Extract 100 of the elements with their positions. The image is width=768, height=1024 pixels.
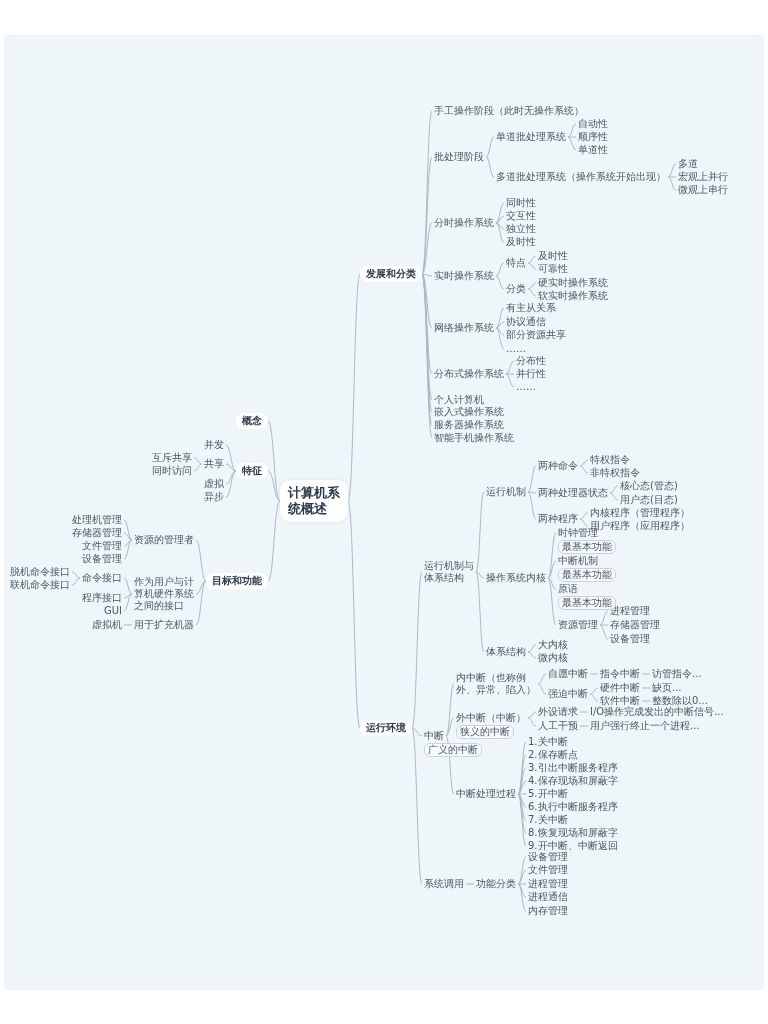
branch-line (589, 687, 599, 695)
branch-line (517, 883, 527, 885)
subtopic-label: 并发 (204, 439, 224, 451)
subtopic-label: 同时访问 (152, 465, 192, 477)
branch-line (495, 262, 505, 277)
subtopic-label: 顺序性 (578, 131, 608, 143)
subtopic-label: 两种命令 (538, 460, 578, 472)
branch-line (411, 571, 423, 729)
subtopic-label: 硬实时操作系统 (538, 277, 608, 289)
subtopic-label: 强迫中断 (548, 688, 588, 700)
branch-line (495, 327, 505, 350)
branch-line (495, 327, 505, 336)
subtopic-label: 共享 (204, 458, 224, 470)
branch-line (641, 673, 651, 675)
branch-line (517, 793, 527, 808)
subtopic-label: 批处理阶段 (434, 151, 484, 163)
branch-line (195, 539, 207, 582)
branch-line (547, 577, 557, 590)
subtopic-label: 多道批处理系统（操作系统开始出现） (496, 171, 666, 183)
subtopic-label: 核心态(管态) (620, 480, 678, 492)
subtopic-label: 程序接口 (82, 592, 122, 604)
subtopic-label: 设备管理 (528, 851, 568, 863)
subtopic-label: 处理机管理 (72, 514, 122, 526)
subtopic-label: 作为用户与计算机硬件系统之间的接口 (134, 576, 194, 612)
branch-line (589, 693, 599, 702)
subtopic-label: 中断 (424, 730, 444, 742)
branch-line (579, 465, 589, 474)
subtopic-label: 外设请求 (538, 706, 578, 718)
branch-line (527, 644, 537, 653)
subtopic-label: 单道批处理系统 (496, 131, 566, 143)
branch-line (465, 883, 475, 885)
subtopic-label: 3.引出中断服务程序 (528, 762, 618, 774)
subtopic-label: 整数除以0... (652, 695, 708, 707)
branch-line (609, 492, 619, 501)
branch-line (267, 420, 281, 502)
branch-line (475, 491, 485, 573)
branch-line (475, 571, 485, 579)
branch-line (527, 465, 537, 493)
central-topic: 计算机系统概述 (280, 480, 348, 522)
subtopic-label: 两种程序 (538, 513, 578, 525)
branch-line (537, 683, 547, 695)
subtopic-label: 进程通信 (528, 891, 568, 903)
branch-line (485, 156, 495, 178)
subtopic-label: 虚拟 (204, 478, 224, 490)
subtopic-label: 交互性 (506, 210, 536, 222)
branch-line (225, 470, 237, 498)
subtopic-label: 命令接口 (82, 572, 122, 584)
branch-line (599, 624, 609, 640)
tag-label: 狭义的中断 (456, 725, 514, 739)
branch-line (421, 273, 433, 329)
main-topic: 发展和分类 (360, 266, 422, 282)
subtopic-label: I/O操作完成发出的中断信号... (590, 706, 724, 718)
branch-line (495, 222, 505, 230)
branch-line (527, 651, 537, 659)
subtopic-label: 8.恢复现场和屏蔽字 (528, 827, 618, 839)
subtopic-label: 非特权指令 (590, 467, 640, 479)
branch-line (445, 683, 455, 737)
subtopic-label: 及时性 (506, 236, 536, 248)
tag-label: 最基本功能 (558, 540, 616, 554)
main-topic: 特征 (236, 463, 268, 479)
subtopic-label: 1.关中断 (528, 736, 568, 748)
tag-label: 最基本功能 (558, 568, 616, 582)
branch-line (517, 883, 527, 912)
subtopic-label: 操作系统内核 (486, 572, 546, 584)
branch-line (485, 136, 495, 158)
branch-line (527, 491, 537, 520)
branch-line (641, 700, 651, 702)
subtopic-label: 时钟管理 (558, 527, 598, 539)
subtopic-label: 两种处理器状态 (538, 487, 608, 499)
branch-line (225, 444, 237, 472)
branch-line (193, 457, 203, 465)
branch-line (547, 560, 557, 579)
branch-line (517, 767, 527, 795)
subtopic-label: 原语 (558, 583, 578, 595)
subtopic-label: 并行性 (516, 368, 546, 380)
subtopic-label: 特权指令 (590, 454, 630, 466)
branch-line (123, 593, 133, 612)
subtopic-label: 存储器管理 (610, 619, 660, 631)
branch-line (589, 673, 599, 675)
branch-line (267, 470, 281, 502)
subtopic-label: 资源的管理者 (134, 534, 194, 546)
branch-line (123, 624, 133, 626)
subtopic-label: 软实时操作系统 (538, 290, 608, 302)
branch-line (517, 780, 527, 795)
main-topic: 概念 (236, 413, 268, 429)
branch-line (527, 491, 537, 494)
subtopic-label: 嵌入式操作系统 (434, 406, 504, 418)
branch-line (527, 262, 537, 270)
subtopic-label: 异步 (204, 491, 224, 503)
subtopic-label: 协议通信 (506, 316, 546, 328)
branch-line (517, 856, 527, 885)
branch-line (193, 463, 203, 472)
branch-line (505, 360, 515, 375)
subtopic-label: 7.关中断 (528, 814, 568, 826)
subtopic-label: 缺页... (652, 682, 682, 694)
branch-line (599, 610, 609, 626)
branch-line (667, 176, 677, 191)
branch-line (579, 459, 589, 467)
subtopic-label: 内中断（也称例外、异常、陷入） (456, 672, 536, 696)
branch-line (567, 136, 577, 138)
